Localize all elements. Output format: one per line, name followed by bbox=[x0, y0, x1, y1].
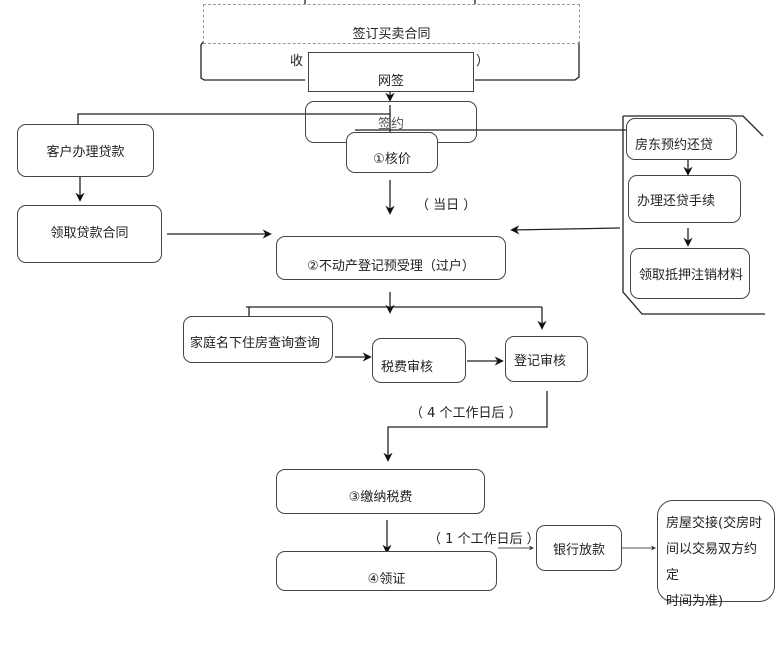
certificate-box[interactable]: ④领证 bbox=[276, 551, 497, 591]
registration-review-label: 登记审核 bbox=[514, 353, 567, 369]
loan-contract-label: 领取贷款合同 bbox=[50, 225, 129, 241]
tax-review-label: 税费审核 bbox=[381, 360, 434, 375]
arrow-reg-paytax bbox=[383, 391, 548, 462]
tax-review-box[interactable]: 税费审核 bbox=[372, 338, 466, 383]
online-sign-box[interactable]: 网签 bbox=[308, 52, 474, 92]
sign-contract-label: 签订买卖合同 bbox=[352, 26, 431, 42]
arrow-seller-group bbox=[510, 225, 621, 235]
seller-book-repay-box[interactable]: 房东预约还贷 bbox=[626, 118, 737, 160]
pre-registration-box[interactable]: ②不动产登记预受理（过户） bbox=[276, 236, 506, 280]
pay-tax-label: ③缴纳税费 bbox=[348, 490, 413, 505]
handover-line: 间以交易双方约定 bbox=[666, 542, 758, 583]
certificate-label: ④领证 bbox=[367, 571, 406, 587]
family-query-box[interactable]: 家庭名下住房查询查询 bbox=[183, 316, 333, 363]
pre-registration-label: ②不动产登记预受理（过户） bbox=[307, 258, 475, 274]
collect-partial-label: 收 bbox=[290, 54, 304, 69]
handover-line: 房屋交接(交房时 bbox=[666, 516, 763, 531]
handover-box[interactable]: 房屋交接(交房时 间以交易双方约定 时间为准) bbox=[657, 500, 775, 609]
pay-tax-box[interactable]: ③缴纳税费 bbox=[276, 469, 485, 514]
mortgage-release-label: 领取抵押注销材料 bbox=[639, 268, 744, 283]
sign-label: 签约 bbox=[377, 116, 404, 132]
handover-line: 时间为准) bbox=[666, 594, 724, 609]
customer-loan-label: 客户办理贷款 bbox=[46, 145, 125, 160]
loan-contract-box[interactable]: 领取贷款合同 bbox=[17, 205, 162, 263]
family-query-label: 家庭名下住房查询查询 bbox=[190, 336, 321, 351]
same-day-annotation: （ 当日 ） bbox=[416, 198, 477, 213]
sign-contract-box[interactable]: 签订买卖合同 bbox=[203, 4, 580, 44]
bank-loan-box[interactable]: 银行放款 bbox=[536, 525, 622, 571]
handle-repay-box[interactable]: 办理还贷手续 bbox=[628, 175, 741, 223]
valuation-box[interactable]: ①核价 bbox=[346, 132, 438, 173]
four-days-annotation: （ 4 个工作日后 ） bbox=[410, 406, 522, 421]
mortgage-release-box[interactable]: 领取抵押注销材料 bbox=[630, 248, 750, 299]
one-day-annotation: （ 1 个工作日后 ） bbox=[428, 532, 540, 547]
registration-review-box[interactable]: 登记审核 bbox=[505, 336, 588, 382]
online-sign-label: 网签 bbox=[377, 73, 404, 89]
collect-paren-label: ） bbox=[476, 54, 490, 69]
line-customer-loan bbox=[77, 113, 390, 124]
handle-repay-label: 办理还贷手续 bbox=[637, 193, 716, 209]
customer-loan-box[interactable]: 客户办理贷款 bbox=[17, 124, 154, 177]
bank-loan-label: 银行放款 bbox=[552, 542, 605, 558]
collect-bracket bbox=[200, 41, 580, 81]
seller-group-frame bbox=[622, 115, 765, 315]
seller-book-repay-label: 房东预约还贷 bbox=[635, 137, 714, 153]
valuation-label: ①核价 bbox=[373, 152, 411, 167]
